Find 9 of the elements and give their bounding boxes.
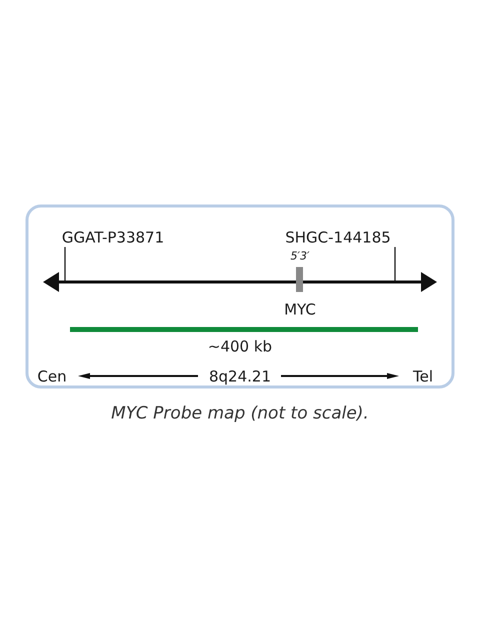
end-label: Cen (37, 370, 67, 384)
marker-name: SHGC-144185 (285, 230, 391, 246)
band-label: 8q24.21 (209, 370, 271, 384)
end-label: Tel (413, 370, 433, 384)
marker-name: GGAT-P33871 (62, 230, 164, 246)
strand-label: 5′3′ (290, 250, 310, 262)
size-label: ~400 kb (208, 340, 272, 354)
gene-label: MYC (284, 302, 316, 318)
caption: MYC Probe map (not to scale). (111, 406, 369, 422)
